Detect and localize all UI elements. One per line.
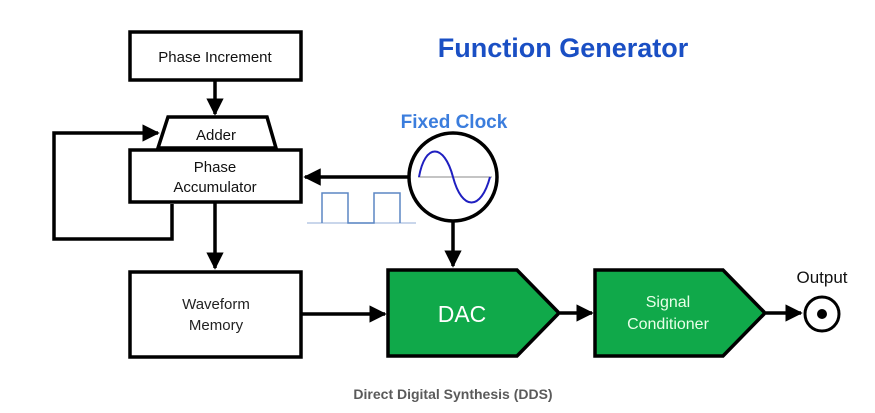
- sine-wave-icon: [418, 150, 491, 204]
- waveform-memory-label-line1: Waveform: [182, 296, 250, 313]
- dac-block: DAC: [386, 268, 562, 358]
- phase-increment-block: Phase Increment: [128, 30, 303, 82]
- signal-conditioner-label-line2: Conditioner: [627, 316, 710, 333]
- output-label: Output: [796, 268, 847, 287]
- diagram-title: Function Generator: [438, 33, 689, 63]
- fixed-clock-oscillator: [407, 131, 499, 223]
- fixed-clock-label: Fixed Clock: [401, 112, 508, 133]
- waveform-memory-block: Waveform Memory: [128, 270, 303, 359]
- dac-label: DAC: [438, 301, 487, 327]
- phase-accumulator-label-line2: Accumulator: [173, 179, 256, 196]
- signal-conditioner-label-line1: Signal: [646, 294, 690, 311]
- adder-label: Adder: [196, 127, 236, 144]
- phase-increment-label: Phase Increment: [158, 49, 272, 66]
- feedback-loop-arrow: [52, 124, 174, 241]
- diagram-caption: Direct Digital Synthesis (DDS): [353, 386, 552, 402]
- square-wave-icon: [307, 192, 416, 224]
- output-connector: Output: [796, 268, 848, 333]
- signal-conditioner-block: Signal Conditioner: [593, 268, 768, 358]
- waveform-memory-label-line2: Memory: [189, 317, 244, 334]
- phase-accumulator-block: Phase Accumulator: [128, 148, 303, 204]
- adder-block: Adder: [155, 115, 279, 150]
- phase-accumulator-label-line1: Phase: [194, 159, 237, 176]
